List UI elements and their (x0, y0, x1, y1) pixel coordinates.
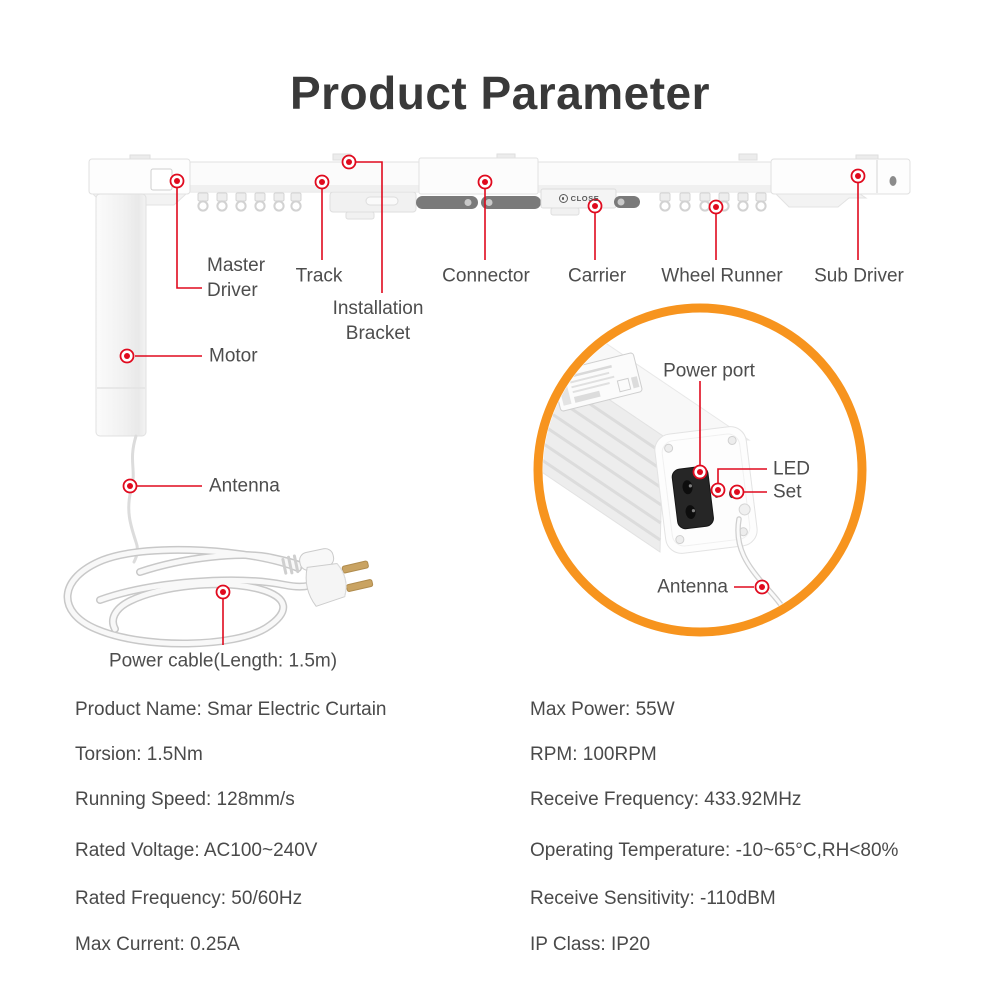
motor-body (95, 193, 147, 437)
callout-dot-icon (708, 199, 724, 215)
label-led: LED (773, 458, 810, 480)
callout-dot-icon (169, 173, 185, 189)
label-carrier: Carrier (567, 265, 627, 287)
callout-dot-icon (215, 584, 231, 600)
antenna-grommet (738, 503, 751, 516)
power-port-socket (671, 466, 714, 530)
carrier-marking-text: CLOSE (570, 194, 600, 203)
page-title: Product Parameter (289, 67, 711, 119)
label-inset-antenna: Antenna (657, 576, 728, 598)
spec-rated-voltage: Rated Voltage: AC100~240V (75, 840, 318, 861)
label-power-port: Power port (663, 360, 755, 382)
callout-dot-icon (692, 464, 708, 480)
label-set: Set (773, 481, 802, 503)
label-connector: Connector (442, 265, 530, 287)
callout-dot-icon (729, 484, 745, 500)
carrier-marking: CLOSE (544, 190, 614, 207)
label-antenna: Antenna (209, 475, 280, 497)
callout-dot-icon (341, 154, 357, 170)
spec-max-current: Max Current: 0.25A (75, 934, 240, 955)
spec-torsion: Torsion: 1.5Nm (75, 744, 203, 765)
spec-max-power: Max Power: 55W (530, 699, 675, 720)
label-installation-bracket: Installation Bracket (332, 298, 424, 344)
label-motor: Motor (209, 345, 258, 367)
label-wheel-runner: Wheel Runner (661, 265, 783, 287)
callout-dot-icon (850, 168, 866, 184)
spec-rpm: RPM: 100RPM (530, 744, 657, 765)
spec-ip-class: IP Class: IP20 (530, 934, 651, 955)
close-indicator-icon (558, 194, 568, 203)
callout-dot-icon (477, 174, 493, 190)
label-master-driver: Master Driver (207, 255, 266, 301)
label-sub-driver: Sub Driver (814, 265, 904, 287)
installation-bracket (329, 191, 417, 220)
spec-running-speed: Running Speed: 128mm/s (75, 789, 295, 810)
spec-operating-temp: Operating Temperature: -10~65°C,RH<80% (530, 840, 899, 861)
spec-receive-sensitivity: Receive Sensitivity: -110dBM (530, 888, 776, 909)
callout-dot-icon (119, 348, 135, 364)
connector-bars (416, 196, 541, 209)
callout-dot-icon (122, 478, 138, 494)
callout-dot-icon (754, 579, 770, 595)
sub-driver (770, 154, 911, 208)
spec-receive-frequency: Receive Frequency: 433.92MHz (530, 789, 802, 810)
spec-product-name: Product Name: Smar Electric Curtain (75, 699, 387, 720)
callout-lines (135, 161, 859, 645)
callout-dot-icon (314, 174, 330, 190)
cable-plug (305, 560, 374, 607)
spec-rated-frequency: Rated Frequency: 50/60Hz (75, 888, 303, 909)
antenna-wire (127, 434, 139, 564)
power-cable (63, 545, 374, 648)
label-track: Track (295, 265, 343, 287)
label-power-cable: Power cable(Length: 1.5m) (108, 650, 338, 672)
callout-dot-icon (710, 482, 726, 498)
